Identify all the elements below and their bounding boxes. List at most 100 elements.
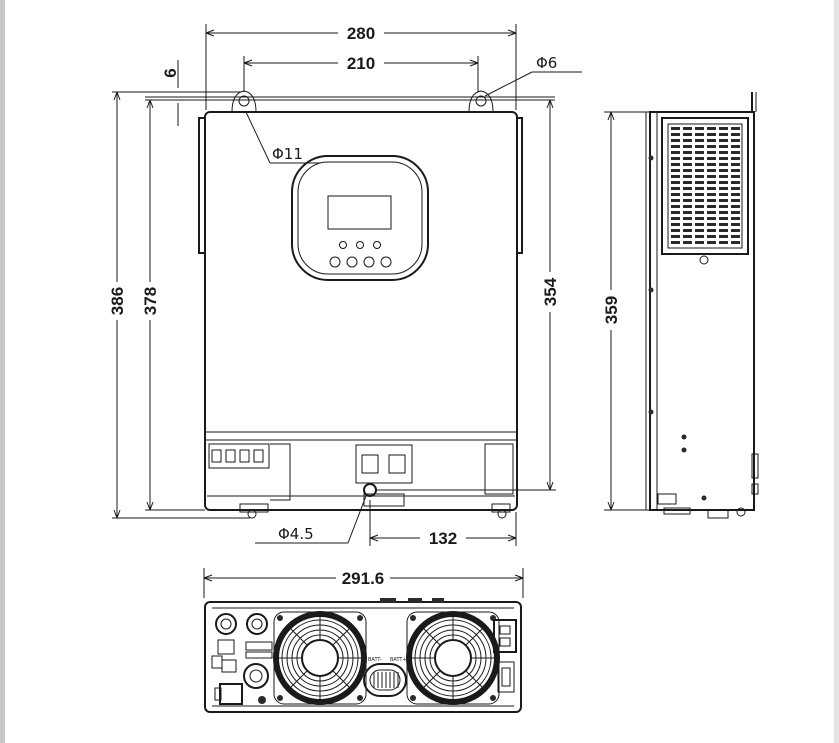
dim-width-total: 280	[347, 24, 375, 43]
vent-slot	[683, 145, 692, 148]
vent-slot	[695, 229, 704, 232]
panel-button-4	[380, 256, 392, 268]
dia-keyhole: Φ11	[272, 145, 303, 163]
vent-slot	[683, 205, 692, 208]
vent-slot	[707, 145, 716, 148]
vent-slot	[695, 127, 704, 130]
panel-button-1	[329, 256, 341, 268]
vent-slot	[719, 133, 728, 136]
vent-slot	[707, 187, 716, 190]
side-body	[649, 111, 755, 511]
connector-right-bottom	[497, 661, 515, 693]
port-rj45	[217, 639, 235, 655]
battery-terminal-neg	[361, 454, 379, 474]
side-view: 359	[602, 92, 759, 519]
vent-slot	[719, 145, 728, 148]
vent-slot	[731, 181, 740, 184]
vent-slot	[707, 169, 716, 172]
vent-slot	[707, 217, 716, 220]
vent-slot	[671, 229, 680, 232]
fan-right-icon	[406, 611, 500, 705]
left-keyhole-icon	[238, 95, 250, 107]
terminal-screw-4	[253, 449, 264, 463]
vent-slot	[683, 235, 692, 238]
front-dimensions: 280 210 6 Φ6 Φ11 386 378	[108, 24, 582, 548]
vent-slot	[695, 169, 704, 172]
vent-slot	[707, 175, 716, 178]
panel-button-2	[346, 256, 358, 268]
vent-slot	[671, 211, 680, 214]
front-bolt-right	[497, 509, 507, 519]
vent-slot	[683, 241, 692, 244]
vent-slot	[731, 139, 740, 142]
vent-slots	[671, 127, 740, 244]
port-switch	[219, 683, 243, 705]
terminal-block-left	[208, 443, 270, 469]
vent-slot	[695, 223, 704, 226]
vent-slot	[719, 127, 728, 130]
vent-slot	[695, 181, 704, 184]
vent-slot	[683, 163, 692, 166]
dim-hole-to-bottom: 354	[541, 277, 560, 306]
battery-terminal-block	[355, 444, 413, 484]
vent-slot	[719, 181, 728, 184]
vent-slot	[671, 241, 680, 244]
vent-slot	[695, 151, 704, 154]
vent-slot	[683, 223, 692, 226]
battery-cable-gland	[363, 663, 407, 697]
vent-slot	[707, 163, 716, 166]
dim-body-height: 378	[141, 287, 160, 315]
vent-slot	[671, 223, 680, 226]
vent-slot	[719, 163, 728, 166]
vent-slot	[695, 235, 704, 238]
vent-slot	[683, 127, 692, 130]
connector-round-1	[215, 613, 237, 635]
vent-slot	[707, 199, 716, 202]
display-bezel-inner	[297, 161, 423, 275]
vent-slot	[731, 169, 740, 172]
vent-slot	[707, 139, 716, 142]
vent-slot	[731, 217, 740, 220]
vent-slot	[731, 145, 740, 148]
vent-slot	[719, 169, 728, 172]
vent-slot	[719, 235, 728, 238]
vent-slot	[731, 127, 740, 130]
vent-grille	[667, 123, 743, 249]
vent-slot	[707, 241, 716, 244]
vent-slot	[695, 211, 704, 214]
right-mount-ear	[468, 90, 494, 113]
vent-slot	[683, 229, 692, 232]
vent-slot	[683, 199, 692, 202]
vent-slot	[695, 133, 704, 136]
vent-slot	[671, 205, 680, 208]
battery-terminal-pos	[388, 454, 406, 474]
vent-slot	[707, 157, 716, 160]
terminal-divider-left	[270, 443, 291, 501]
status-led-2	[356, 241, 364, 249]
vent-slot	[683, 181, 692, 184]
vent-slot	[695, 163, 704, 166]
vent-slot	[683, 193, 692, 196]
front-foot-right	[491, 503, 511, 513]
vent-slot	[683, 151, 692, 154]
lcd-screen	[327, 195, 392, 230]
side-screw-top	[699, 255, 709, 265]
terminal-screw-2	[225, 449, 236, 463]
vent-slot	[719, 241, 728, 244]
left-mount-ear	[231, 90, 257, 113]
vent-slot	[695, 205, 704, 208]
vent-slot	[671, 151, 680, 154]
vent-slot	[707, 211, 716, 214]
vent-slot	[719, 139, 728, 142]
vent-slot	[683, 187, 692, 190]
vent-slot	[707, 235, 716, 238]
vent-slot	[731, 193, 740, 196]
terminal-screw-3	[239, 449, 250, 463]
vent-slot	[719, 187, 728, 190]
page-border-left	[0, 0, 5, 743]
vent-slot	[671, 217, 680, 220]
vent-slot	[731, 199, 740, 202]
vent-slot	[707, 181, 716, 184]
bottom-view: 291.6 BATT- BATT+	[203, 568, 524, 713]
dim-side-height: 359	[602, 296, 621, 324]
